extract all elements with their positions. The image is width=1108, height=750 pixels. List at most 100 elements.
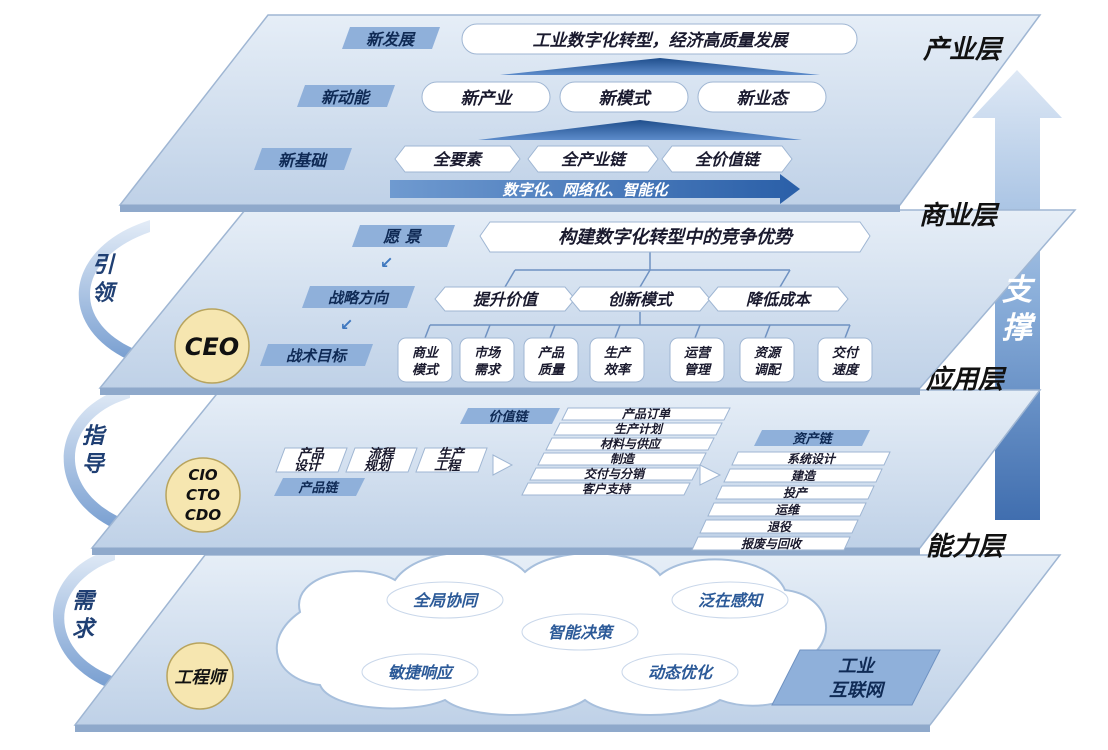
strategy-item-cost: 降低成本: [707, 286, 849, 312]
side-lead-1: 引: [92, 253, 116, 278]
cloud-item-global-coordination: 全局协同: [386, 581, 504, 619]
new-dev-box: [461, 23, 858, 55]
product-chain-label-box: [274, 478, 365, 496]
svg-text:制造: 制造: [610, 452, 636, 466]
value-chain-label-box: [460, 408, 560, 424]
support-char-2: 撑: [1002, 311, 1037, 346]
asset-item-0: 系统设计: [731, 451, 891, 466]
asset-chain-label-box: [754, 430, 870, 446]
svg-text:产品: 产品: [297, 446, 325, 462]
svg-text:CIO: CIO: [188, 466, 218, 484]
svg-text:动态优化: 动态优化: [648, 663, 715, 682]
svg-text:降低成本: 降低成本: [746, 290, 812, 309]
vision-text: 构建数字化转型中的竞争优势: [558, 227, 794, 248]
cloud-item-dynamic-optimization: 动态优化: [621, 653, 739, 691]
base-item-1: 全产业链: [527, 145, 659, 173]
layer-application: 应用层: [925, 365, 1007, 395]
strategy-item-value: 提升价值: [434, 286, 576, 312]
svg-text:运营: 运营: [684, 345, 713, 361]
product-chain-label: 产品链: [297, 480, 340, 496]
side-lead-2: 领: [92, 281, 118, 306]
svg-text:互联网: 互联网: [829, 680, 886, 701]
industrial-internet-box: 工业 互联网: [771, 649, 941, 706]
svg-text:提升价值: 提升价值: [473, 290, 540, 309]
svg-text:泛在感知: 泛在感知: [698, 591, 764, 610]
new-momentum-label: 新动能: [321, 88, 371, 107]
business-connectors: [424, 252, 851, 339]
svg-text:智能决策: 智能决策: [548, 623, 615, 642]
svg-text:设计: 设计: [294, 458, 322, 474]
side-demand-2: 求: [72, 617, 97, 642]
svg-text:客户支持: 客户支持: [582, 482, 632, 496]
svg-text:产品: 产品: [537, 345, 565, 361]
value-item-2: 材料与供应: [545, 437, 715, 451]
svg-text:退役: 退役: [767, 520, 793, 534]
svg-text:商业: 商业: [412, 345, 440, 361]
new-dev-text: 工业数字化转型，经济高质量发展: [533, 31, 790, 51]
svg-text:交付与分销: 交付与分销: [584, 467, 647, 481]
momentum-item-1: 新模式: [559, 81, 689, 113]
value-item-5: 客户支持: [521, 482, 691, 496]
layer-business: 商业层: [919, 201, 1000, 231]
dev-triangle: [500, 58, 820, 75]
svg-text:管理: 管理: [684, 362, 712, 378]
asset-item-4: 退役: [699, 519, 859, 534]
value-item-3: 制造: [537, 452, 707, 466]
asset-chain: 资产链 系统设计 建造 投产 运维 退役 报废与回收: [691, 430, 891, 551]
vision-label-box: [352, 225, 455, 247]
strategy-item-innovation: 创新模式: [569, 286, 711, 312]
svg-text:建造: 建造: [790, 469, 817, 483]
momentum-item-2: 新业态: [697, 81, 827, 113]
svg-text:投产: 投产: [783, 486, 809, 500]
svg-text:新模式: 新模式: [599, 89, 653, 109]
tactic-label-box: [260, 344, 373, 366]
capability-layer: 全局协同 泛在感知 智能决策 敏捷响应 动态优化 工业 互联网 工程师 能力层: [73, 532, 1062, 732]
svg-text:工程: 工程: [434, 458, 462, 474]
base-item-2: 全价值链: [661, 145, 793, 173]
svg-text:新产业: 新产业: [461, 89, 514, 109]
svg-text:全局协同: 全局协同: [413, 591, 480, 610]
new-dev-label-box: [342, 27, 440, 49]
cio-cto-cdo-badge: CIO CTO CDO: [165, 457, 241, 533]
industry-layer: 新发展 工业数字化转型，经济高质量发展 新动能 新产业 新模式 新业态 新基础 …: [118, 14, 1042, 212]
svg-text:CTO: CTO: [186, 486, 220, 504]
svg-text:效率: 效率: [604, 362, 633, 378]
svg-text:工程师: 工程师: [175, 668, 229, 688]
base-arrow: [390, 174, 800, 204]
value-item-4: 交付与分销: [529, 467, 699, 481]
svg-text:生产计划: 生产计划: [614, 422, 664, 436]
arrow-down-2: ↙: [340, 315, 353, 334]
svg-text:生产: 生产: [438, 446, 466, 462]
vision-box: [479, 221, 871, 253]
momentum-triangle: [478, 120, 802, 140]
svg-text:全要素: 全要素: [433, 150, 483, 169]
value-chain-label: 价值链: [488, 409, 530, 425]
new-base-label-box: [254, 148, 352, 170]
svg-text:质量: 质量: [537, 362, 566, 378]
svg-text:资源: 资源: [754, 345, 783, 361]
new-base-label: 新基础: [278, 151, 328, 170]
asset-item-2: 投产: [715, 485, 875, 500]
engineer-badge: 工程师: [166, 642, 234, 710]
cloud-item-intelligent-decision: 智能决策: [521, 613, 639, 651]
support-arrow: 支撑: [972, 70, 1062, 520]
svg-text:需求: 需求: [474, 362, 502, 378]
svg-text:速度: 速度: [832, 362, 861, 378]
svg-text:敏捷响应: 敏捷响应: [388, 663, 455, 682]
svg-text:创新模式: 创新模式: [608, 290, 675, 309]
demand-curve-arrow: [53, 548, 150, 705]
svg-text:规划: 规划: [363, 458, 392, 474]
asset-chain-label: 资产链: [792, 431, 834, 447]
